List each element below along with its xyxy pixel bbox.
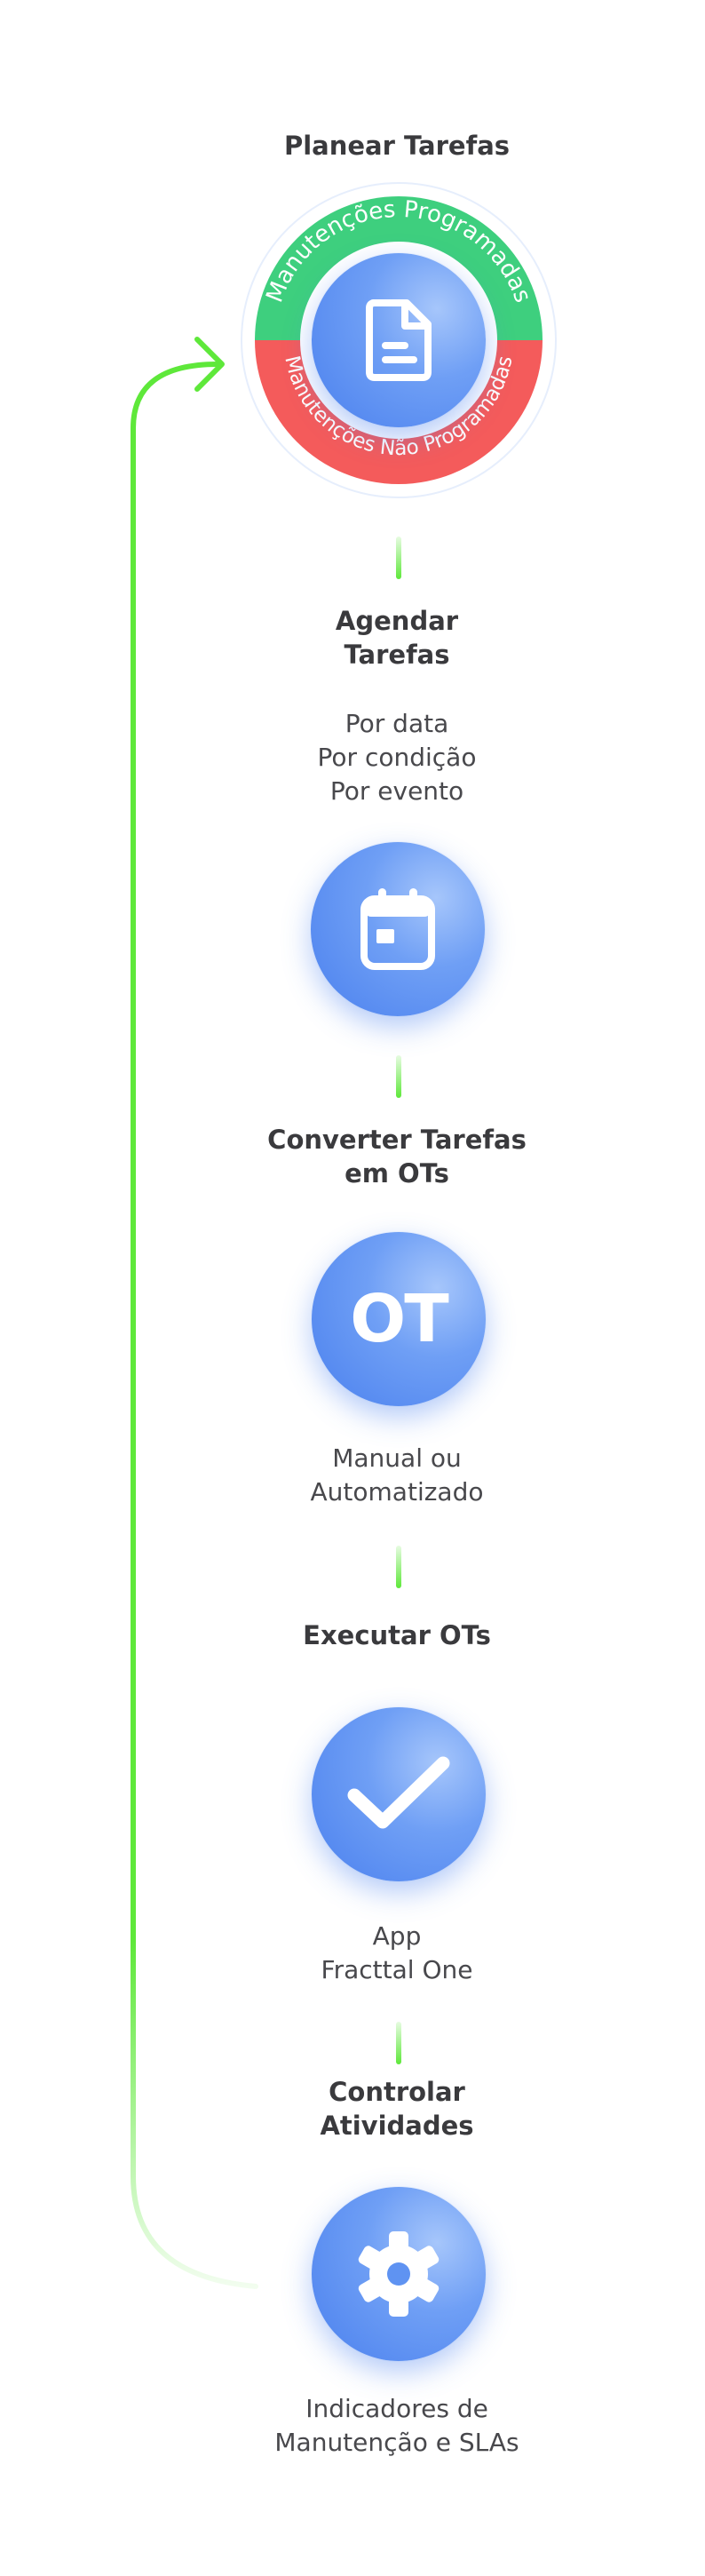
- calendar-icon: [360, 888, 435, 970]
- document-icon: [366, 299, 432, 381]
- step-1-title: Planear Tarefas: [283, 131, 511, 161]
- gear-icon: [358, 2231, 440, 2317]
- step-3-description: Manual ou Automatizado: [310, 1443, 484, 1507]
- step-3-circle: OT: [312, 1232, 486, 1406]
- step-4-title: Executar OTs: [303, 1620, 491, 1650]
- connector-1: [396, 537, 401, 579]
- loop-arrowhead: [194, 337, 225, 392]
- step-2-circle: [311, 842, 485, 1016]
- step-2-description: Por data Por condição Por evento: [317, 709, 477, 806]
- step-3-title: Converter Tarefas em OTs: [267, 1125, 527, 1189]
- connector-4: [396, 2022, 401, 2064]
- step-4-circle: [312, 1707, 486, 1881]
- step-5-description: Indicadores de Manutenção e SLAs: [274, 2394, 519, 2457]
- checkmark-icon: [347, 1756, 450, 1829]
- step-5-circle: [312, 2187, 486, 2361]
- step-2-title: Agendar Tarefas: [335, 606, 459, 670]
- step-5-title: Controlar Atividades: [320, 2077, 474, 2141]
- connector-3: [396, 1546, 401, 1588]
- step-1-circle: [312, 253, 486, 427]
- loop-line: [131, 362, 258, 2289]
- ot-label: OT: [350, 1281, 448, 1357]
- step-4-description: App Fracttal One: [321, 1921, 473, 1984]
- connector-2: [396, 1055, 401, 1098]
